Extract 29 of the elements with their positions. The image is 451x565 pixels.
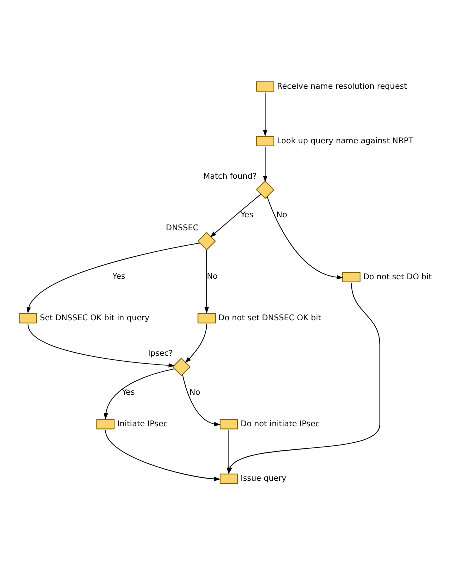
arrow [105,430,221,482]
edge-label: Yes [122,388,136,397]
edge-label: No [276,210,288,220]
arrow [204,250,210,314]
arrow [263,146,268,182]
arrow [26,242,201,314]
arrow [182,374,221,426]
arrow [210,194,262,238]
node-diamond [256,180,275,200]
arrow [263,92,268,137]
node-label: Set DNSSEC OK bit in query [40,313,150,322]
node-label: Do not set DO bit [363,272,432,282]
arrow [28,324,176,368]
node-label: Ipsec? [148,349,174,358]
arrow [185,324,208,364]
arrow [266,196,344,280]
node-label: Match found? [204,172,257,181]
node-label: Initiate IPsec [118,419,168,428]
edge-label: Yes [240,210,254,220]
arrow [104,368,175,420]
node-label: Do not set DNSSEC OK bit [218,313,322,322]
node-label: Do not initiate IPsec [240,419,320,428]
node-label: Look up query name against NRPT [277,136,414,146]
edge-label: No [190,388,200,397]
edge-label: Yes [112,272,126,281]
node-label: DNSSEC [166,223,199,232]
node-label: Issue query [240,474,287,483]
node-label: Receive name resolution request [277,82,408,91]
edge-label: No [207,272,218,281]
